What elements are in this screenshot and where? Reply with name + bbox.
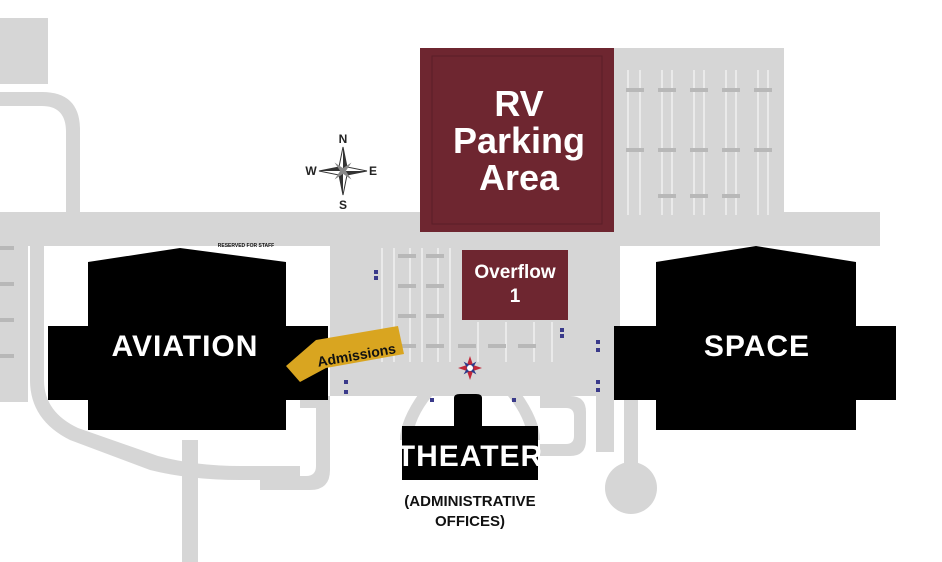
- rv-label-line-1: RV: [494, 83, 543, 124]
- theater-building: THEATER (ADMINISTRATIVE OFFICES): [397, 394, 543, 530]
- compass-east: E: [369, 164, 377, 178]
- compass-west: W: [305, 164, 317, 178]
- aviation-building: AVIATION RESERVED FOR STAFF: [48, 243, 328, 430]
- aviation-label: AVIATION: [112, 330, 259, 363]
- star-emblem-icon: [458, 356, 482, 380]
- compass-north: N: [339, 132, 348, 146]
- theater-sublabel-line-1: (ADMINISTRATIVE: [404, 493, 535, 510]
- parking-dividers: [0, 88, 772, 358]
- theater-sublabel-line-2: OFFICES): [435, 513, 505, 530]
- rv-label-line-3: Area: [479, 157, 560, 198]
- space-label: SPACE: [704, 330, 810, 363]
- space-building: SPACE: [614, 246, 896, 430]
- reserved-staff-label: RESERVED FOR STAFF: [218, 243, 275, 249]
- accessible-parking-markers: [344, 270, 600, 402]
- theater-label: THEATER: [397, 440, 543, 473]
- rv-parking-area: RV Parking Area: [420, 48, 614, 232]
- overflow-lot: Overflow 1: [462, 250, 568, 320]
- overflow-label-line-1: Overflow: [474, 262, 556, 283]
- rv-label-line-2: Parking: [453, 120, 585, 161]
- compass-rose-icon: N S E W: [305, 132, 377, 212]
- compass-south: S: [339, 198, 347, 212]
- overflow-label-line-2: 1: [510, 286, 521, 307]
